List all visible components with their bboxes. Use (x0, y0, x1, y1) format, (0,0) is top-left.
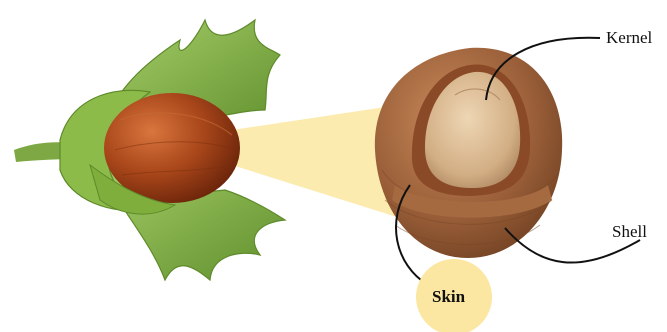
skin-label: Skin (432, 287, 465, 307)
shell-label: Shell (612, 222, 647, 242)
kernel-label: Kernel (606, 28, 652, 48)
zoom-beam (232, 106, 400, 218)
hazelnut-cross-section-icon (375, 48, 562, 258)
